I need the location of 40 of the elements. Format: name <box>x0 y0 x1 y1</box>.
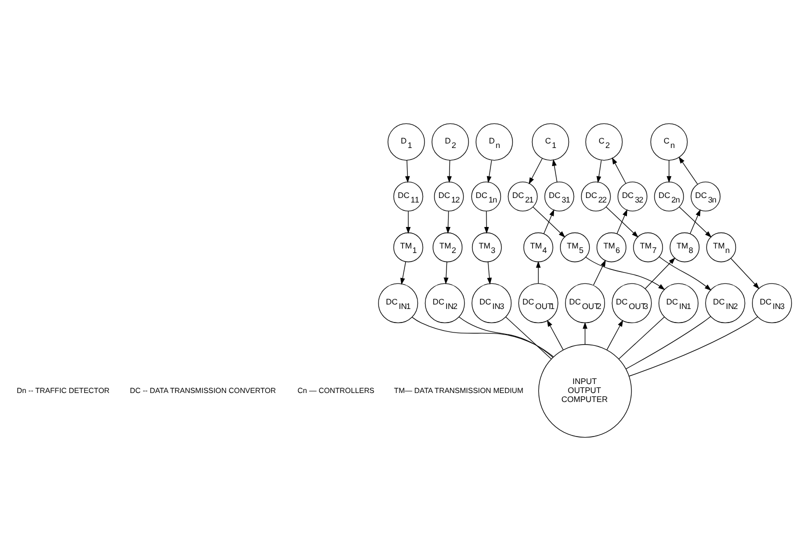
label: Dn -- TRAFFIC DETECTOR <box>16 385 110 394</box>
arrow <box>585 256 666 290</box>
arrow <box>405 160 410 182</box>
arrow <box>690 208 700 234</box>
connector <box>628 316 758 376</box>
arrow <box>730 258 760 289</box>
arrow <box>487 261 492 284</box>
arrow <box>400 260 406 284</box>
arrow <box>528 158 542 184</box>
label: TM— DATA TRANSMISSION MEDIUM <box>394 385 524 394</box>
arrow <box>532 206 566 238</box>
arrow <box>606 206 638 238</box>
arrow <box>486 160 492 183</box>
arrow <box>593 259 606 286</box>
label: DC -- DATA TRANSMISSION CONVERTOR <box>130 385 276 394</box>
arrow <box>536 260 541 284</box>
connector <box>505 316 552 359</box>
arrow <box>644 257 676 288</box>
arrow <box>606 319 624 350</box>
arrow <box>582 322 588 344</box>
arrow <box>678 156 698 184</box>
arrow <box>543 208 554 234</box>
arrow <box>406 210 411 234</box>
arrow <box>447 160 452 182</box>
arrow <box>658 256 712 290</box>
label: Cn — CONTROLLERS <box>298 385 374 394</box>
connector <box>412 316 554 356</box>
arrow <box>484 210 489 234</box>
connector <box>458 316 554 358</box>
arrow <box>666 160 672 182</box>
arrow <box>612 156 626 184</box>
arrow <box>616 208 628 234</box>
arrow <box>596 160 602 183</box>
arrow <box>444 261 448 284</box>
arrow <box>679 206 712 238</box>
connector <box>618 316 665 359</box>
arrow <box>552 158 558 182</box>
arrow <box>546 319 564 350</box>
arrow <box>446 210 450 234</box>
connector <box>626 316 711 369</box>
